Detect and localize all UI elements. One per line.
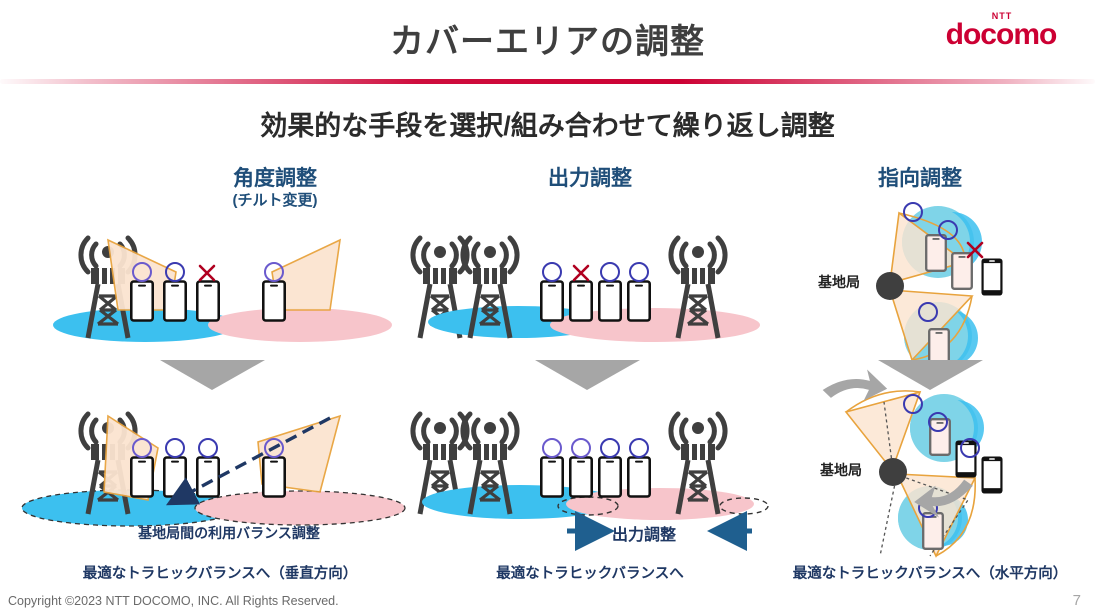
annotation-base-station-bottom: 基地局 — [820, 462, 862, 478]
slide-subtitle: 効果的な手段を選択/組み合わせて繰り返し調整 — [260, 111, 835, 141]
connection-ok-marker — [600, 262, 620, 282]
coverage-area-pink — [208, 308, 392, 342]
user-phone — [163, 280, 187, 322]
user-phone — [569, 280, 593, 322]
base-station-node — [876, 272, 904, 300]
base-station-tower-left — [463, 238, 517, 338]
annotation-base-station-top: 基地局 — [818, 274, 860, 290]
connection-ok-marker — [928, 412, 948, 432]
flow-arrow-down-direction — [878, 360, 983, 390]
connection-ok-marker — [629, 262, 649, 282]
caption-angle: 最適なトラヒックバランスへ（垂直方向） — [82, 566, 358, 582]
user-phone — [598, 456, 622, 498]
connection-ng-marker — [198, 264, 216, 282]
previous-beam-outline — [879, 473, 898, 557]
previous-coverage-outline — [719, 497, 769, 515]
base-station-node — [879, 458, 907, 486]
diagram-direction-after — [822, 369, 1003, 558]
beam-sector-upper-rotated — [844, 390, 922, 472]
load-balance-arrow — [165, 416, 331, 506]
connection-ok-marker — [600, 438, 620, 458]
connection-ok-marker — [903, 394, 923, 414]
coverage-area-pink-adjusted — [194, 490, 406, 526]
connection-ok-marker — [542, 262, 562, 282]
docomo-logo: NTT docomo — [931, 12, 1071, 52]
user-phone — [928, 328, 950, 366]
coverage-area-pink-reduced — [566, 488, 754, 520]
connection-ok-marker — [571, 438, 591, 458]
title-divider — [0, 79, 1095, 84]
connection-ng-marker — [572, 264, 590, 282]
connection-ok-marker — [132, 262, 152, 282]
base-station-tower-right — [671, 238, 725, 338]
base-station-tower-left — [463, 414, 517, 514]
column-heading-direction: 指向調整 — [800, 166, 1040, 191]
user-phone — [922, 512, 944, 550]
diagram-power-before — [428, 238, 760, 342]
user-phone — [163, 456, 187, 498]
diagram-power-after — [422, 414, 769, 551]
connection-ok-marker — [165, 438, 185, 458]
connection-ok-marker — [938, 220, 958, 240]
user-phone — [262, 456, 286, 498]
diagram-angle-before — [53, 238, 467, 342]
coverage-area-blue — [53, 308, 237, 342]
connection-ng-marker — [966, 241, 984, 259]
annotation-power-adjust: 出力調整 — [612, 527, 677, 544]
connection-ok-marker — [903, 202, 923, 222]
user-phone — [130, 456, 154, 498]
user-phone — [196, 456, 220, 498]
user-phone — [598, 280, 622, 322]
user-phone — [262, 280, 286, 322]
connection-ok-marker — [918, 302, 938, 322]
diagram-direction-before — [876, 202, 1003, 370]
page-number: 7 — [1072, 592, 1081, 609]
column-heading-angle-main: 角度調整 — [233, 167, 317, 190]
previous-coverage-outline — [557, 496, 619, 516]
flow-arrow-down-angle — [160, 360, 265, 390]
connection-ok-marker — [132, 438, 152, 458]
copyright-text: Copyright ©2023 NTT DOCOMO, INC. All Rig… — [8, 594, 339, 608]
user-phone — [951, 252, 973, 290]
column-heading-direction-main: 指向調整 — [878, 167, 962, 190]
connection-ok-marker — [198, 438, 218, 458]
column-heading-power: 出力調整 — [470, 166, 710, 191]
user-phone-disconnected — [981, 258, 1003, 296]
beam-edge-curve-lower — [911, 295, 973, 361]
logo-ntt-text: NTT — [991, 11, 1013, 21]
beam-edge-curve-upper-rotated — [845, 390, 921, 413]
connection-ok-marker — [960, 438, 980, 458]
connection-ok-marker — [629, 438, 649, 458]
beam-edge-curve-lower-rotated — [935, 477, 976, 557]
user-phone — [981, 456, 1003, 494]
user-phone — [955, 440, 977, 478]
user-phone — [627, 456, 651, 498]
diagram-angle-after — [21, 414, 467, 527]
connection-ok-marker — [264, 262, 284, 282]
caption-direction: 最適なトラヒックバランスへ（水平方向） — [792, 566, 1068, 582]
connection-ok-marker — [165, 262, 185, 282]
rotation-arrow-lower — [914, 479, 973, 518]
user-phone — [196, 280, 220, 322]
connection-ok-marker — [264, 438, 284, 458]
rotation-arrow-upper — [822, 369, 888, 401]
column-heading-angle-sub: (チルト変更) — [232, 192, 318, 209]
column-heading-power-main: 出力調整 — [548, 167, 632, 190]
user-phone — [925, 234, 947, 272]
user-phone — [540, 456, 564, 498]
user-phone — [130, 280, 154, 322]
logo-docomo-text: docomo — [945, 18, 1058, 51]
user-phone — [627, 280, 651, 322]
column-heading-angle: 角度調整 (チルト変更) — [155, 166, 395, 210]
base-station-tower-right — [671, 414, 725, 514]
caption-power: 最適なトラヒックバランスへ — [496, 566, 684, 582]
connection-ok-marker — [542, 438, 562, 458]
user-phone — [540, 280, 564, 322]
user-phone — [569, 456, 593, 498]
annotation-load-balance: 基地局間の利用バランス調整 — [138, 525, 320, 541]
flow-arrow-down-power — [535, 360, 640, 390]
page-title: カバーエリアの調整 — [390, 23, 705, 61]
